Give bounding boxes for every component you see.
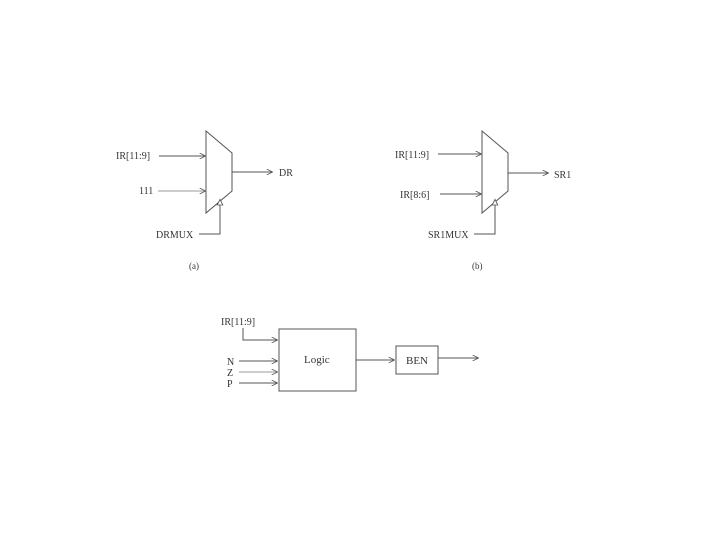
- ben-z-label: Z: [227, 368, 233, 379]
- sr1mux-select-label: SR1MUX: [428, 230, 469, 241]
- drmux-diagram: IR[11:9] 111 DR DRMUX (a): [116, 129, 293, 271]
- ben-register-box: [395, 345, 439, 375]
- ben-logic-box: [278, 328, 357, 392]
- sr1mux-diagram: IR[11:9] IR[8:6] SR1 SR1MUX (b): [395, 129, 571, 271]
- sr1mux-mux-shape: [481, 129, 509, 215]
- drmux-select-wire: [199, 205, 220, 235]
- ben-logic-diagram: IR[11:9] N Z P Logic BEN: [221, 317, 478, 392]
- ben-register-label: BEN: [406, 355, 428, 367]
- drmux-input-top-label: IR[11:9]: [116, 151, 150, 162]
- ben-logic-label: Logic: [304, 354, 330, 366]
- ben-p-label: P: [227, 379, 233, 390]
- drmux-mux-shape: [205, 129, 233, 215]
- drmux-caption: (a): [189, 261, 199, 271]
- ben-ir-label: IR[11:9]: [221, 317, 255, 328]
- drmux-output-label: DR: [279, 168, 293, 179]
- sr1mux-input-bottom-label: IR[8:6]: [400, 190, 429, 201]
- ben-n-label: N: [227, 357, 234, 368]
- sr1mux-caption: (b): [472, 261, 483, 271]
- sr1mux-select-wire: [474, 205, 495, 235]
- sr1mux-input-top-label: IR[11:9]: [395, 150, 429, 161]
- ben-ir-wire: [242, 328, 277, 340]
- sr1mux-output-label: SR1: [554, 170, 571, 181]
- drmux-select-label: DRMUX: [156, 230, 194, 241]
- drmux-input-bottom-label: 111: [139, 186, 153, 197]
